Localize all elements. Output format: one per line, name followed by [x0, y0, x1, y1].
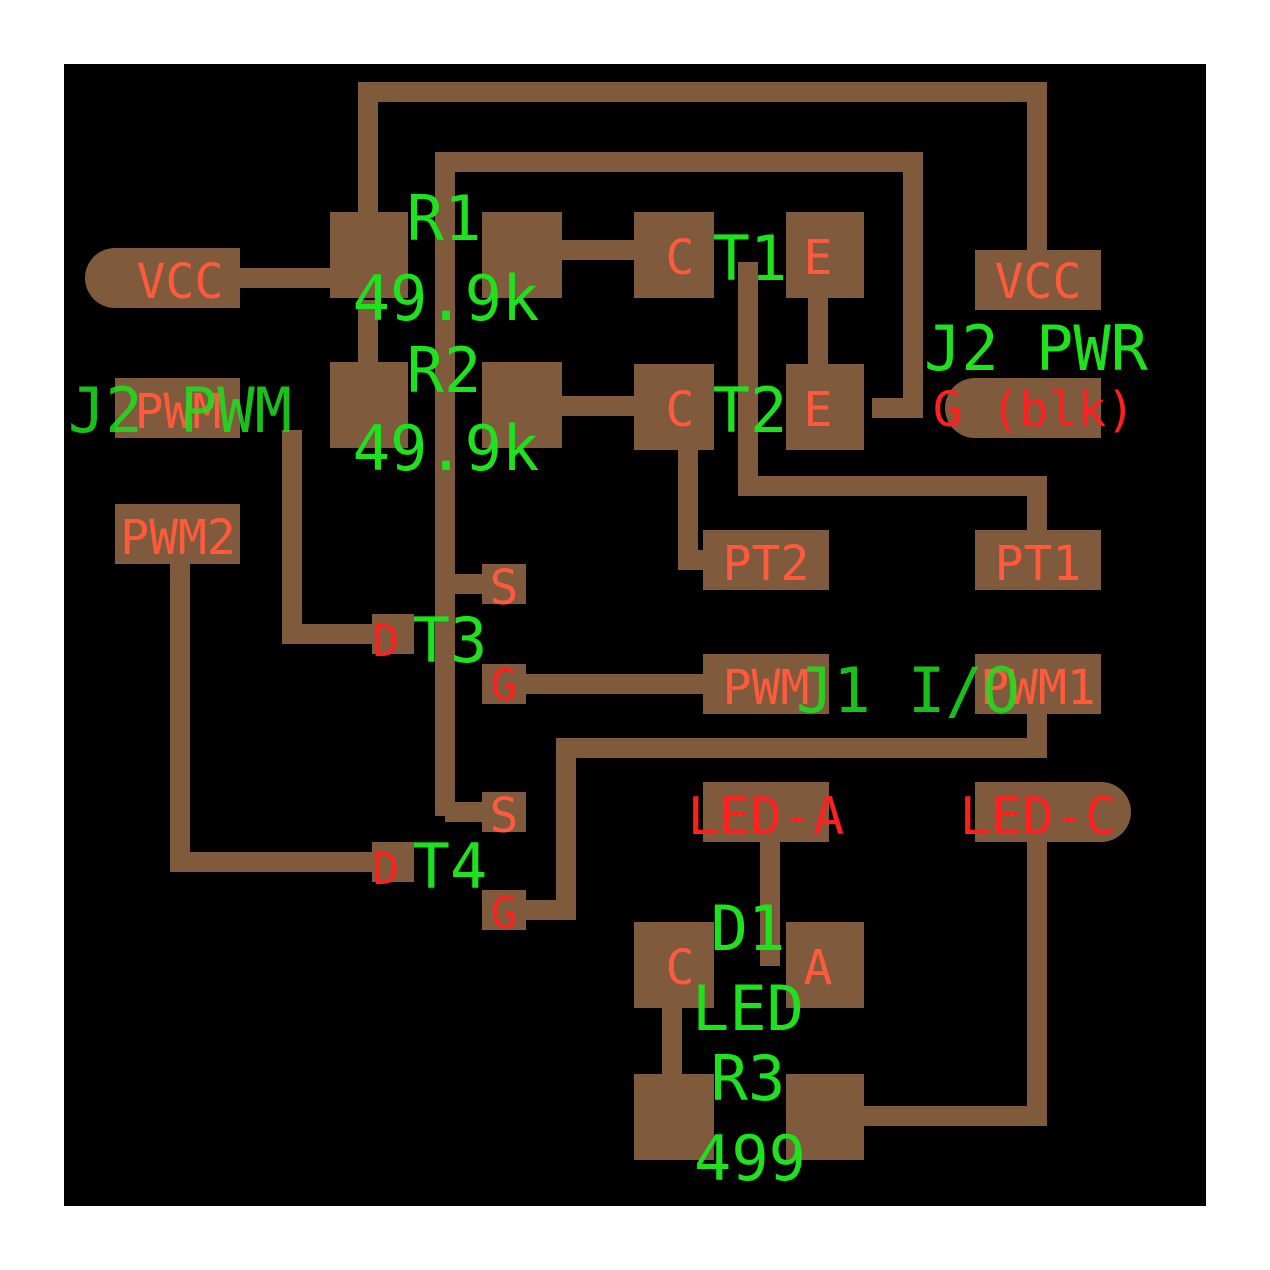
pad-vcc-left: [85, 248, 240, 308]
silkscreen-labels: R1 49.9k R2 49.9k T1 T2 J2 PWR J2 PWM T3…: [68, 182, 1149, 1195]
pad-dt4-d: [372, 842, 414, 882]
pad-pt1: [975, 530, 1101, 590]
label-vcc-left: VCC: [137, 254, 224, 310]
value-r2: 49.9k: [353, 412, 540, 485]
pad-r1-1: [330, 212, 408, 298]
pad-dt4-s: [482, 792, 526, 832]
pad-led-c: [975, 782, 1131, 842]
label-g-blk: G (blk): [933, 382, 1135, 438]
ref-t2: T2: [713, 374, 788, 447]
pad-pwm-mid: [703, 654, 829, 714]
pad-d1-c: [634, 922, 714, 1008]
label-t2-c: C: [666, 382, 695, 438]
label-dt4-g: G: [491, 888, 518, 939]
ref-j2-pwm: J2 PWM: [68, 374, 292, 447]
ref-d1: D1: [711, 892, 786, 965]
trace-gnd-loop: [435, 152, 923, 816]
trace-dt4g-to-pwm1: [516, 712, 1047, 920]
pad-vcc-right: [975, 250, 1101, 310]
label-t1-e: E: [804, 230, 833, 286]
pad-pt2: [703, 530, 829, 590]
label-d1-a: A: [804, 940, 833, 996]
label-vcc-right: VCC: [995, 254, 1082, 310]
ref-r1: R1: [407, 182, 482, 255]
copper-pads: [85, 212, 1131, 1160]
label-pt2: PT2: [723, 536, 810, 592]
pad-dt3-g: [482, 664, 526, 704]
label-pwm: PWM: [135, 384, 222, 440]
pad-pwm: [115, 378, 240, 438]
pad-r2-1: [330, 362, 408, 448]
trace-t1-to-pt1: [738, 262, 1047, 530]
ref-j1-io: J1 I/O: [796, 654, 1020, 727]
label-dt3-d: D: [373, 616, 400, 667]
label-dt3-g: G: [491, 660, 518, 711]
label-pwm-mid: PWM: [723, 660, 810, 716]
pad-t2-e: [786, 364, 864, 450]
label-dt4-s: S: [490, 788, 519, 844]
trace-t2c-to-pt2: [678, 448, 706, 570]
pad-dt3-d: [372, 614, 414, 654]
label-led-c: LED-C: [960, 787, 1117, 847]
ref-dt3: T3: [413, 604, 488, 677]
value-r3: 499: [694, 1122, 806, 1195]
label-dt4-d: D: [373, 844, 400, 895]
trace-pwm2-to-dt4: [170, 560, 372, 872]
ref-t1: T1: [713, 222, 788, 295]
trace-vcc-top-loop: [358, 82, 1047, 255]
pad-r1-2: [482, 212, 562, 298]
pad-g-blk: [945, 378, 1101, 438]
label-pt1: PT1: [995, 536, 1082, 592]
pad-dt4-g: [482, 890, 526, 930]
value-r1: 49.9k: [353, 262, 540, 335]
trace-pwm-to-dt3: [282, 430, 372, 644]
copper-traces: [170, 82, 1047, 1126]
pad-t1-e: [786, 212, 864, 298]
label-led-a: LED-A: [688, 787, 845, 847]
pad-pwm2: [115, 504, 240, 564]
pad-d1-a: [786, 922, 864, 1008]
label-pwm1: PWM1: [980, 660, 1096, 716]
ref-j2-pwr: J2 PWR: [924, 312, 1149, 385]
pad-led-a: [703, 782, 829, 842]
value-d1: LED: [692, 972, 804, 1045]
ref-dt4: T4: [413, 830, 488, 903]
label-pwm2: PWM2: [120, 510, 236, 566]
pad-r3-1: [634, 1074, 714, 1160]
label-dt3-s: S: [490, 560, 519, 616]
label-t1-c: C: [666, 230, 695, 286]
pad-t2-c: [634, 364, 714, 450]
pad-r3-2: [786, 1074, 864, 1160]
label-d1-c: C: [666, 940, 695, 996]
ref-r3: R3: [711, 1042, 786, 1115]
trace-ledc-to-r3: [864, 840, 1047, 1126]
pad-t1-c: [634, 212, 714, 298]
ref-r2: R2: [407, 334, 482, 407]
pad-dt3-s: [482, 564, 526, 604]
label-t2-e: E: [804, 382, 833, 438]
pad-pwm1: [975, 654, 1101, 714]
pad-r2-2: [482, 362, 562, 448]
pad-labels: VCC VCC PWM PWM2 PT2 PT1 PWM PWM1 C E C …: [120, 230, 1135, 996]
